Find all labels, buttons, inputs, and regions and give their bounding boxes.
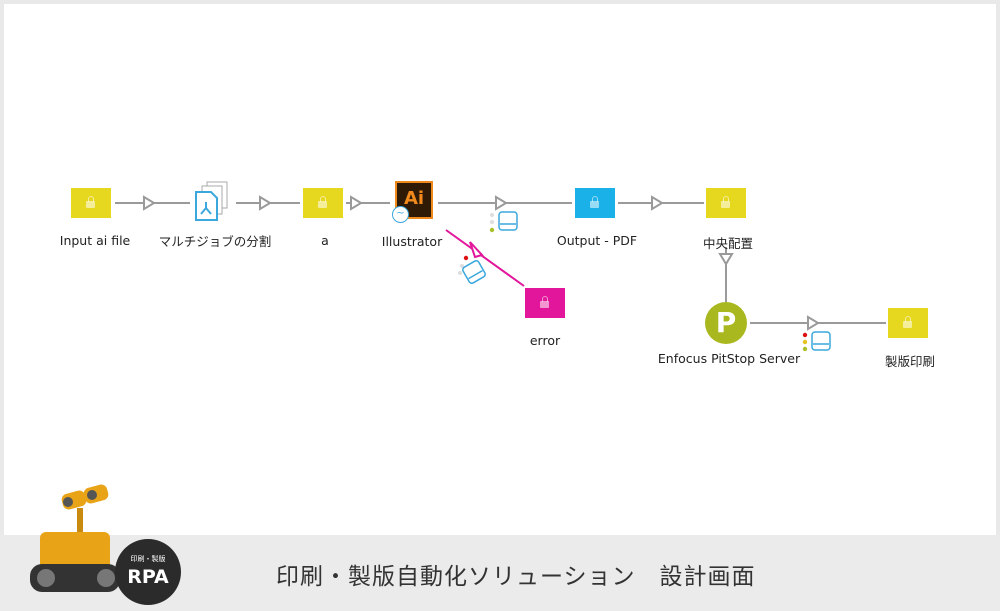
- lock-icon: [86, 196, 95, 208]
- robot-mascot-image: [30, 484, 120, 592]
- connection-illustrator-error[interactable]: [445, 229, 525, 287]
- lock-icon: [540, 296, 549, 308]
- lock-icon: [721, 196, 730, 208]
- node-label: error: [529, 333, 561, 348]
- footer-title: 印刷・製版自動化ソリューション 設計画面: [276, 564, 756, 590]
- node-label: Input ai file: [59, 233, 131, 248]
- folder-icon: [71, 188, 111, 218]
- split-document-icon: [195, 181, 228, 221]
- pitstop-app-icon: P: [705, 302, 747, 344]
- rpa-badge-title: RPA: [127, 566, 169, 588]
- flow-canvas[interactable]: Input ai file マルチジョブの分割 a Ai ~ Illustrat…: [4, 4, 996, 535]
- node-label: Output - PDF: [556, 233, 638, 248]
- connection-illustrator-output[interactable]: [438, 195, 572, 211]
- rpa-badge: 印刷・製版 RPA: [115, 539, 181, 605]
- status-dots: [458, 213, 808, 352]
- node-label: マルチジョブの分割: [158, 234, 272, 249]
- connection-input-split[interactable]: [115, 195, 190, 211]
- connection-split-a[interactable]: [236, 195, 300, 211]
- connections: [115, 195, 886, 352]
- connection-output-center[interactable]: [618, 195, 704, 211]
- connection-a-illustrator[interactable]: [346, 195, 390, 211]
- node-label: Enfocus PitStop Server: [657, 351, 801, 366]
- node-label: a: [321, 233, 329, 248]
- lock-icon: [318, 196, 327, 208]
- connection-center-pitstop[interactable]: [718, 247, 734, 302]
- folder-icon: [888, 308, 928, 338]
- rpa-badge-subtitle: 印刷・製版: [130, 555, 166, 563]
- folder-icon: [575, 188, 615, 218]
- folder-icon: [303, 188, 343, 218]
- connection-pitstop-plate[interactable]: [750, 315, 886, 331]
- node-label: 中央配置: [702, 236, 754, 251]
- node-label: 製版印刷: [884, 354, 936, 369]
- folder-icon: [706, 188, 746, 218]
- lock-icon: [590, 196, 599, 208]
- lock-icon: [903, 316, 912, 328]
- script-icon: ~: [392, 206, 409, 223]
- folder-icon: [525, 288, 565, 318]
- drive-icon: [462, 211, 831, 351]
- node-label: Illustrator: [381, 234, 443, 249]
